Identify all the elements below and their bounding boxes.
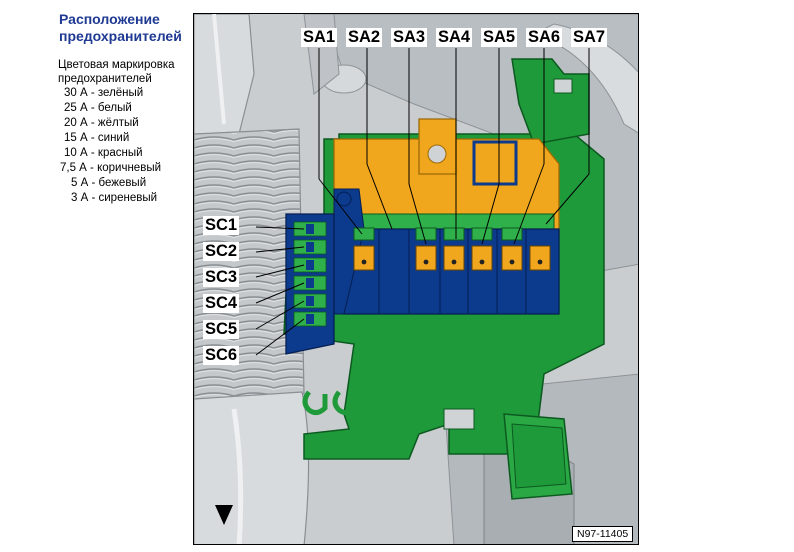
legend-rating: 15 А [64, 132, 88, 144]
legend-rating: 25 А [64, 102, 88, 114]
fuse-box-illustration: SA1 SA2 SA3 SA4 SA5 SA6 SA7 SC1 SC2 SC3 … [193, 13, 639, 545]
legend-color: синий [97, 132, 130, 144]
fuse-label-sc4: SC4 [203, 294, 240, 313]
fuse-label-sa5: SA5 [481, 28, 518, 47]
legend-item: 5 А - бежевый [71, 177, 147, 189]
legend-item: 20 А - жёлтый [64, 117, 139, 129]
fuse-label-sa2: SA2 [346, 28, 383, 47]
fuse-label-sc5: SC5 [203, 320, 240, 339]
legend-color: сиреневый [98, 192, 158, 204]
legend-color: белый [97, 102, 132, 114]
legend-rating: 5 А [71, 177, 89, 189]
legend-item: 10 А - красный [64, 147, 143, 159]
direction-arrow-icon [215, 505, 233, 525]
legend-heading: Цветовая маркировка предохранителей [58, 59, 175, 85]
legend-color: зелёный [97, 87, 144, 99]
legend-rating: 7,5 А [60, 162, 87, 174]
fuse-label-sc2: SC2 [203, 242, 240, 261]
legend-item: 25 А - белый [64, 102, 132, 114]
fuse-label-sc6: SC6 [203, 346, 240, 365]
fuse-label-sc3: SC3 [203, 268, 240, 287]
reference-code: N97-11405 [572, 526, 634, 542]
legend-color: красный [97, 147, 143, 159]
legend-item: 30 А - зелёный [64, 87, 144, 99]
legend-item: 7,5 А - коричневый [60, 162, 162, 174]
engine-bay-drawing [194, 14, 638, 544]
page-title: Расположение предохранителей [59, 11, 182, 44]
legend-color: жёлтый [97, 117, 139, 129]
legend-item: 3 А - сиреневый [71, 192, 158, 204]
fuse-label-sa6: SA6 [526, 28, 563, 47]
legend-rating: 10 А [64, 147, 88, 159]
legend-item: 15 А - синий [64, 132, 130, 144]
legend-rating: 3 А [71, 192, 89, 204]
legend-color: бежевый [98, 177, 147, 189]
fuse-label-sc1: SC1 [203, 216, 240, 235]
legend-rating: 30 А [64, 87, 88, 99]
fuse-label-sa7: SA7 [571, 28, 608, 47]
legend-rating: 20 А [64, 117, 88, 129]
fuse-label-sa1: SA1 [301, 28, 338, 47]
fuse-label-sa3: SA3 [391, 28, 428, 47]
legend-color: коричневый [97, 162, 162, 174]
fuse-label-sa4: SA4 [436, 28, 473, 47]
